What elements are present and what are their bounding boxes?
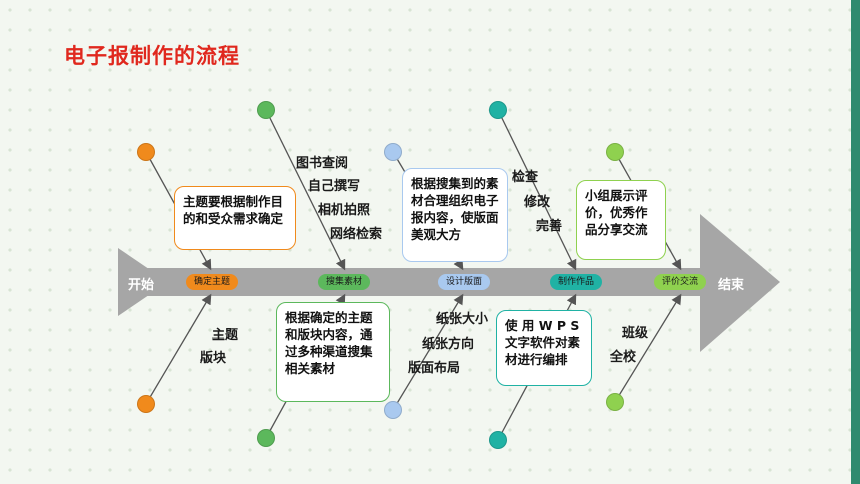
branch-label: 相机拍照	[318, 203, 371, 218]
stage-pill-1: 确定主题	[186, 274, 238, 290]
branch-label: 纸张方向	[422, 337, 475, 352]
branch-label: 完善	[536, 219, 563, 234]
description-box-layout: 根据搜集到的素材合理组织电子报内容，使版面美观大方	[402, 168, 508, 262]
node-dot-bottom-2	[257, 429, 275, 447]
node-dot-bottom-5	[606, 393, 624, 411]
description-box-produce: 使 用 W P S 文字软件对素材进行编排	[496, 310, 592, 386]
bone-bottom-5	[614, 293, 682, 403]
branch-label: 网络检索	[330, 227, 383, 242]
node-dot-top-4	[489, 101, 507, 119]
branch-label: 班级	[622, 326, 649, 341]
branch-label: 主题	[212, 328, 239, 343]
page-title: 电子报制作的流程	[64, 44, 240, 68]
stage-pill-3: 设计版面	[438, 274, 490, 290]
branch-label: 检查	[512, 170, 539, 185]
branch-label: 全校	[610, 350, 637, 365]
node-dot-bottom-1	[137, 395, 155, 413]
node-dot-top-1	[137, 143, 155, 161]
spine-tail	[118, 248, 168, 316]
node-dot-bottom-4	[489, 431, 507, 449]
stage-pill-4: 制作作品	[550, 274, 602, 290]
branch-label: 修改	[524, 195, 551, 210]
branch-label: 版面布局	[408, 361, 461, 376]
branch-label: 纸张大小	[436, 312, 489, 327]
branch-label: 图书查阅	[296, 156, 349, 171]
bone-bottom-3	[392, 293, 464, 411]
start-label: 开始	[128, 278, 155, 293]
description-box-collect: 根据确定的主题和版块内容，通过多种渠道搜集相关素材	[276, 302, 390, 402]
node-dot-top-5	[606, 143, 624, 161]
bone-top-2	[265, 109, 346, 271]
description-box-theme: 主题要根据制作目的和受众需求确定	[174, 186, 296, 250]
stage-pill-5: 评价交流	[654, 274, 706, 290]
description-box-evaluate: 小组展示评价，优秀作品分享交流	[576, 180, 666, 260]
stage-pill-2: 搜集素材	[318, 274, 370, 290]
end-label: 结束	[718, 278, 745, 293]
branch-label: 自己撰写	[308, 179, 361, 194]
branch-label: 版块	[200, 351, 227, 366]
node-dot-top-3	[384, 143, 402, 161]
right-accent-bar	[851, 0, 860, 484]
node-dot-top-2	[257, 101, 275, 119]
node-dot-bottom-3	[384, 401, 402, 419]
bone-top-4	[497, 109, 577, 271]
bone-bottom-1	[145, 293, 212, 405]
spine-arrowhead	[700, 214, 780, 352]
